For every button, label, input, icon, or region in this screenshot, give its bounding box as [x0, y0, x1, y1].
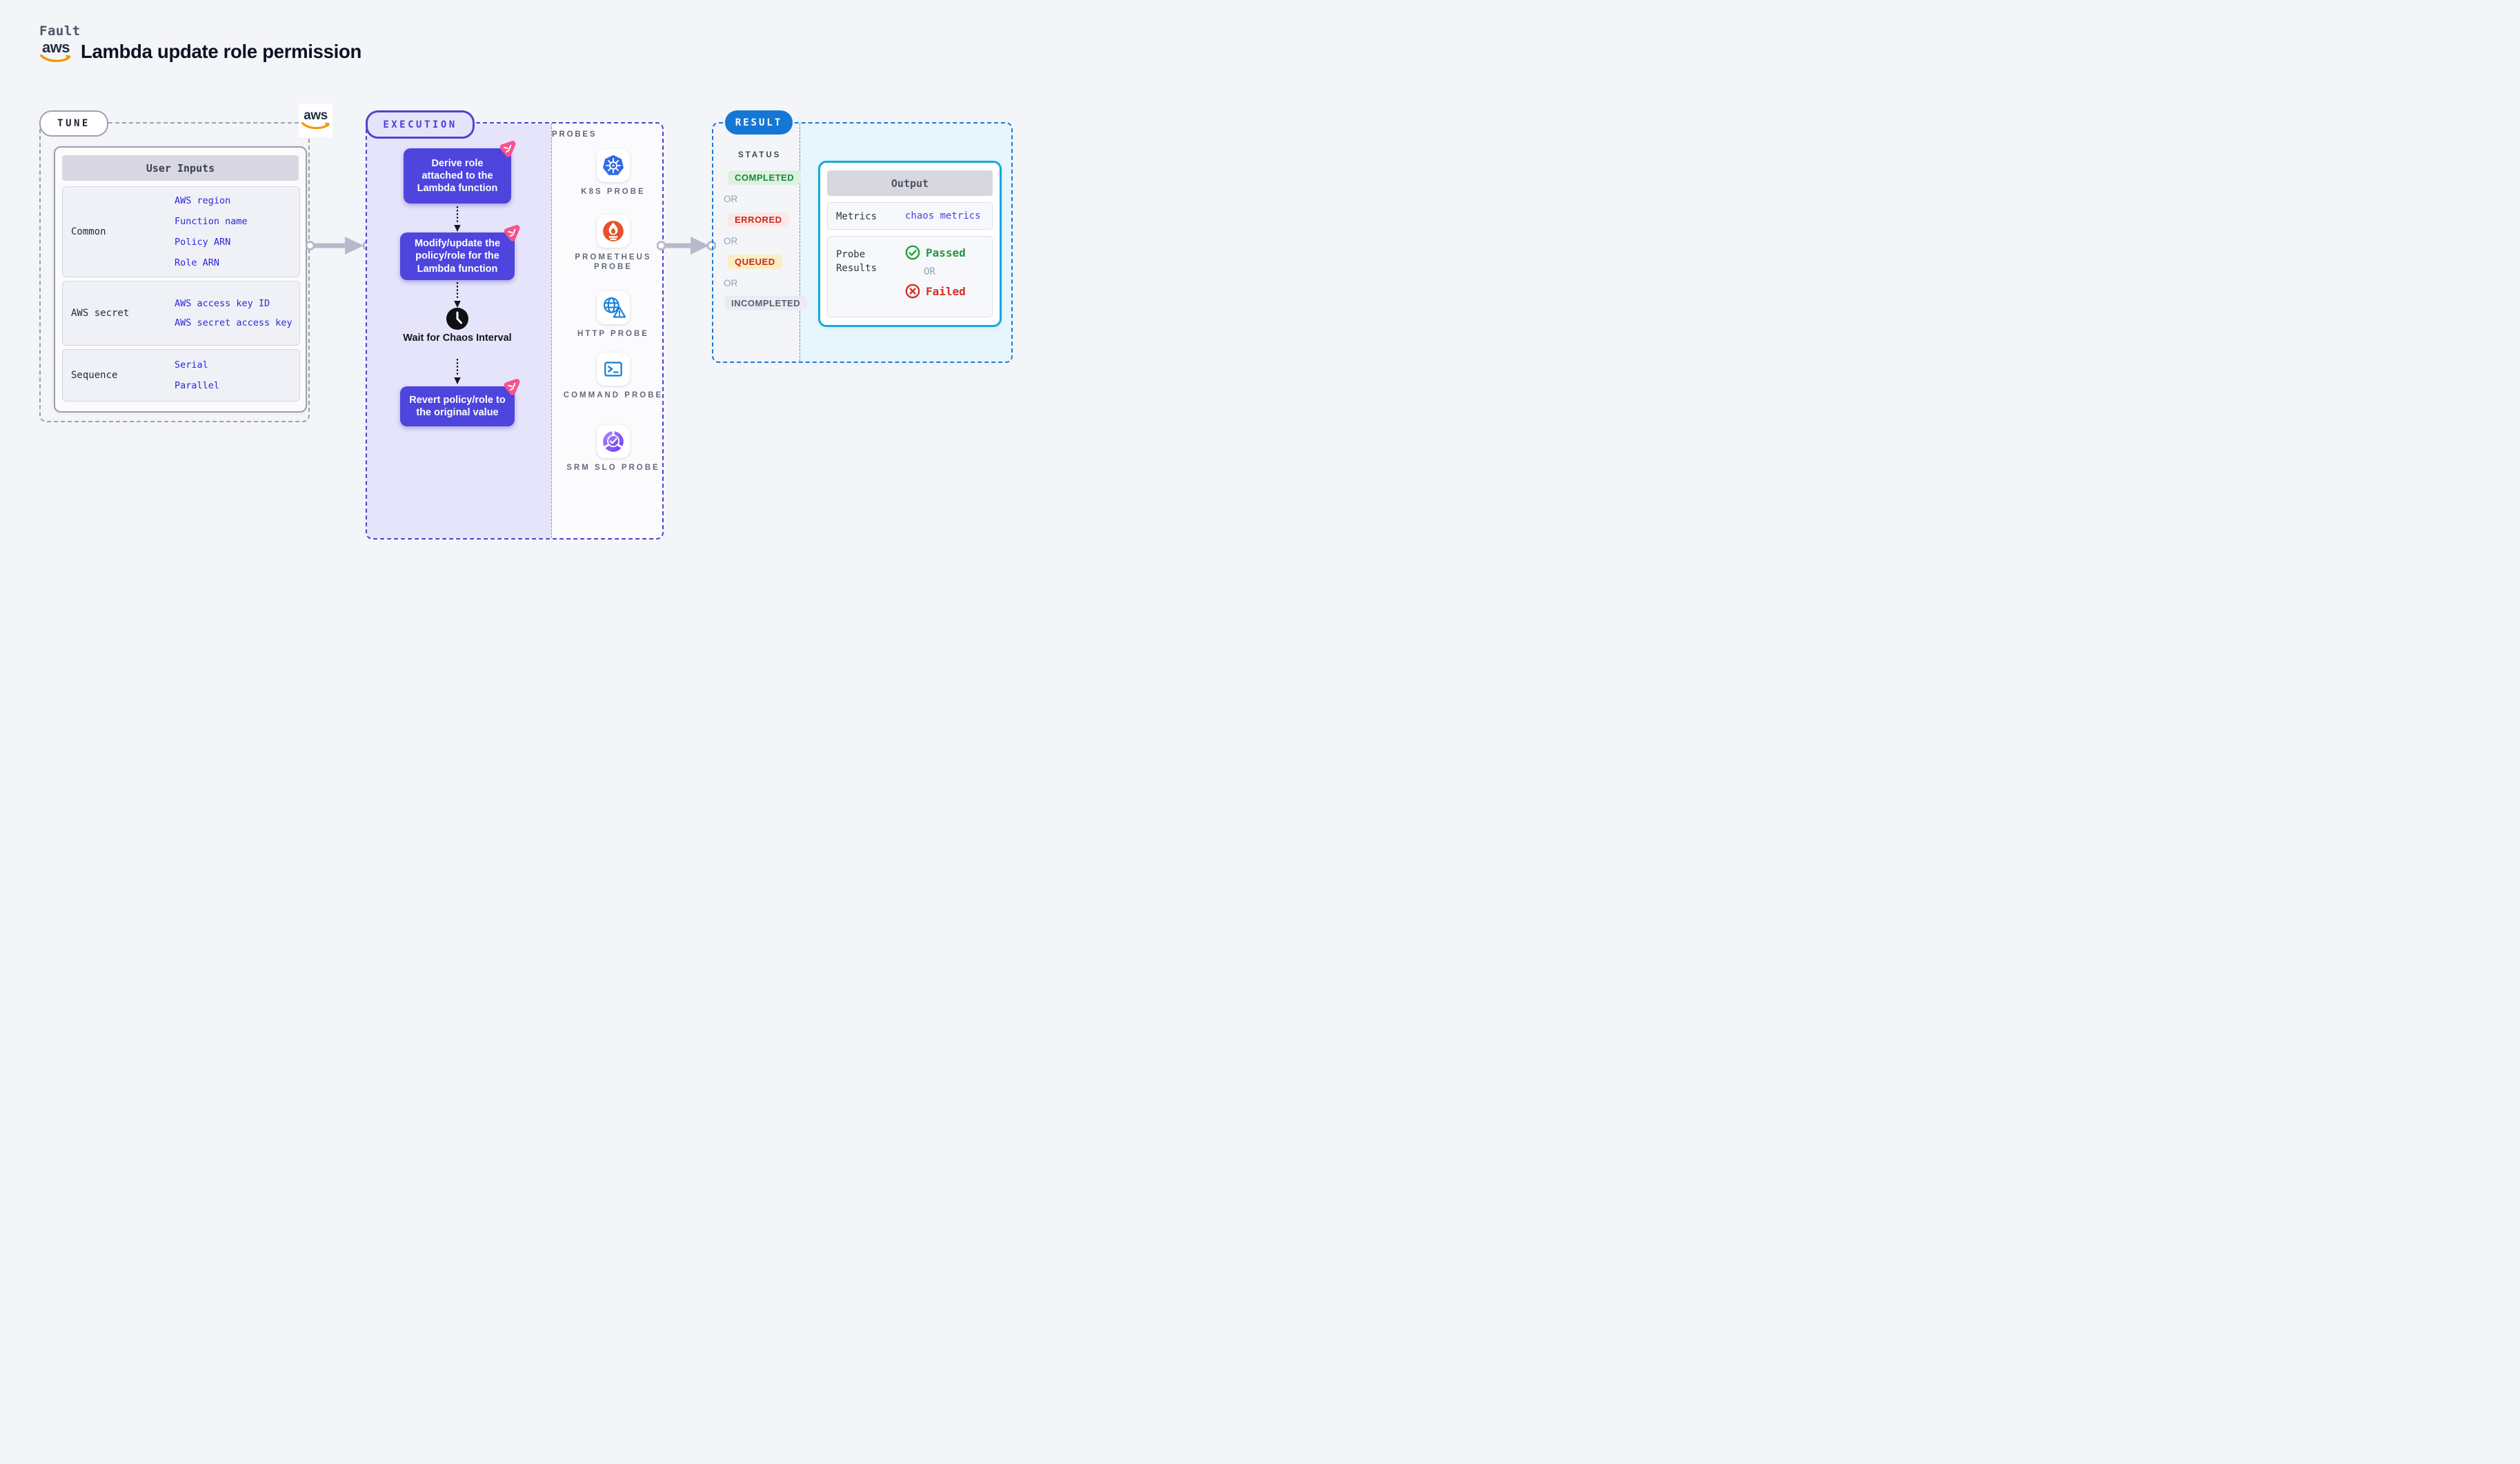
or-separator: OR — [924, 266, 935, 277]
aws-logo-tune: aws — [299, 103, 333, 137]
input-group-label: AWS secret — [71, 308, 130, 319]
user-inputs-card: User Inputs Common AWS region Function n… — [54, 146, 307, 413]
chaos-metrics-link[interactable]: chaos metrics — [905, 210, 981, 221]
probe-results-row: Probe Results Passed OR Faile — [827, 236, 993, 317]
probe-results-label: Probe Results — [836, 249, 877, 275]
probe-card-http — [597, 291, 630, 324]
failed-label: Failed — [926, 284, 966, 298]
arrow-execution-to-result — [657, 237, 716, 255]
probe-results-values: Passed OR Failed — [905, 245, 966, 299]
input-links: AWS access key ID AWS secret access key — [175, 281, 299, 345]
metrics-row: Metrics chaos metrics — [827, 202, 993, 230]
step-derive-role: Derive role attached to the Lambda funct… — [404, 148, 511, 204]
input-link-aws-secret-access-key[interactable]: AWS secret access key — [175, 317, 292, 328]
fault-diagram-page: Fault aws Lambda update role permission … — [0, 0, 1062, 617]
or-separator: OR — [724, 278, 738, 288]
input-link-aws-region[interactable]: AWS region — [175, 195, 231, 206]
input-group-label: Sequence — [71, 370, 118, 381]
input-group-sequence: Sequence Serial Parallel — [62, 349, 300, 402]
failed-x-icon — [905, 284, 920, 299]
tune-section-box — [39, 122, 310, 422]
terminal-icon — [604, 362, 622, 377]
input-link-role-arn[interactable]: Role ARN — [175, 257, 220, 269]
probe-label-prometheus: PROMETHEUS PROBE — [575, 253, 652, 271]
status-badge-queued: QUEUED — [728, 255, 782, 269]
chaos-badge-icon — [504, 225, 520, 241]
probe-label-k8s: K8S PROBE — [581, 188, 646, 196]
status-heading: STATUS — [738, 151, 782, 159]
or-separator: OR — [724, 236, 738, 246]
wait-for-chaos-interval-label: Wait for Chaos Interval — [403, 333, 512, 344]
flow-arrow-down-icon — [454, 282, 461, 308]
probe-card-srm-slo — [597, 425, 630, 458]
input-link-function-name[interactable]: Function name — [175, 215, 248, 227]
status-badge-incompleted: INCOMPLETED — [724, 296, 808, 310]
probe-card-prometheus — [597, 215, 630, 248]
probe-label-srm-slo: SRM SLO PROBE — [566, 464, 660, 472]
http-globe-warning-icon — [603, 297, 626, 318]
input-link-parallel[interactable]: Parallel — [175, 380, 220, 391]
input-group-common: Common AWS region Function name Policy A… — [62, 186, 300, 277]
aws-smile-icon — [40, 54, 71, 62]
srm-slo-icon — [603, 431, 624, 452]
passed-check-icon — [905, 245, 920, 260]
result-pill: RESULT — [725, 110, 793, 135]
fault-eyebrow: Fault — [39, 23, 81, 39]
kubernetes-icon — [603, 155, 624, 175]
step-modify-policy: Modify/update the policy/role for the La… — [400, 233, 515, 280]
chaos-badge-icon — [504, 379, 520, 395]
probe-card-k8s — [597, 149, 630, 182]
flow-arrow-down-icon — [454, 206, 461, 232]
output-title: Output — [827, 170, 993, 196]
input-link-serial[interactable]: Serial — [175, 359, 208, 370]
execution-pill: EXECUTION — [366, 110, 475, 139]
passed-label: Passed — [926, 246, 966, 259]
arrow-tune-to-execution — [306, 237, 372, 255]
output-card: Output Metrics chaos metrics Probe Resul… — [818, 161, 1002, 327]
input-links: Serial Parallel — [175, 350, 299, 401]
tune-pill: TUNE — [39, 110, 108, 137]
aws-logo-text: aws — [41, 39, 70, 56]
input-group-aws-secret: AWS secret AWS access key ID AWS secret … — [62, 281, 300, 346]
user-inputs-title: User Inputs — [62, 155, 299, 181]
probe-card-command — [597, 353, 630, 386]
status-badge-completed: COMPLETED — [728, 170, 802, 185]
probe-label-command: COMMAND PROBE — [563, 391, 664, 399]
aws-smile-icon — [301, 121, 330, 129]
probe-label-http: HTTP PROBE — [577, 330, 649, 338]
prometheus-icon — [603, 221, 624, 241]
input-links: AWS region Function name Policy ARN Role… — [175, 187, 299, 277]
aws-logo: aws — [39, 39, 73, 63]
aws-logo-text: aws — [304, 108, 328, 123]
chaos-badge-icon — [499, 141, 516, 157]
step-revert-policy: Revert policy/role to the original value — [400, 386, 515, 426]
input-link-aws-access-key-id[interactable]: AWS access key ID — [175, 297, 270, 309]
input-group-label: Common — [71, 226, 106, 237]
input-link-policy-arn[interactable]: Policy ARN — [175, 237, 231, 248]
or-separator: OR — [724, 194, 738, 204]
clock-icon — [446, 307, 469, 330]
flow-arrow-down-icon — [454, 359, 461, 384]
probes-heading: PROBES — [552, 130, 597, 139]
metrics-label: Metrics — [836, 211, 877, 222]
status-badge-errored: ERRORED — [728, 212, 789, 227]
page-title: Lambda update role permission — [81, 41, 361, 62]
